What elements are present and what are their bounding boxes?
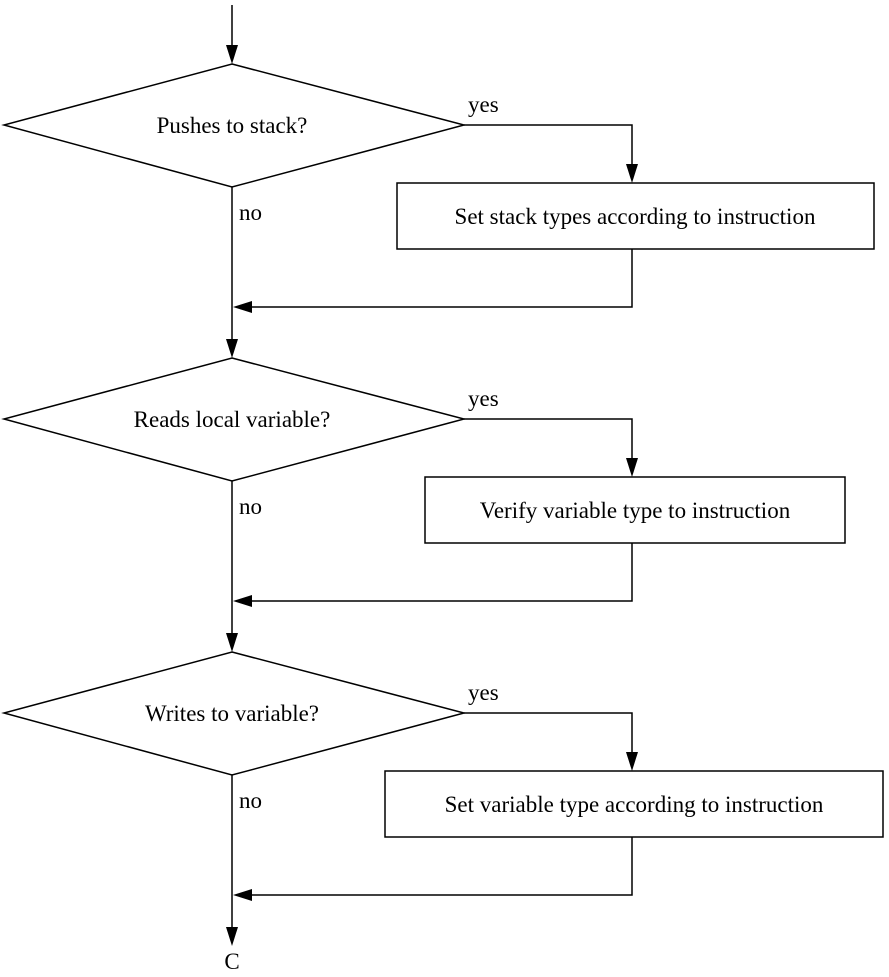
yes-branch-line (464, 713, 632, 756)
action-verify-variable-type: Verify variable type to instruction (425, 477, 845, 543)
yes-label: yes (468, 386, 499, 411)
decision-writes-to-variable: Writes to variable? (4, 652, 464, 775)
no-arrowhead (226, 339, 238, 358)
decision-reads-local-variable: Reads local variable? (4, 358, 464, 481)
yes-arrowhead (626, 752, 638, 771)
yes-label: yes (468, 680, 499, 705)
action-set-stack-types: Set stack types according to instruction (397, 183, 874, 249)
merge-line (250, 837, 632, 895)
decision-question: Pushes to stack? (157, 113, 308, 138)
merge-arrowhead (233, 889, 252, 901)
decision-pushes-to-stack: Pushes to stack? (4, 64, 464, 187)
yes-arrowhead (626, 164, 638, 183)
action-text: Set variable type according to instructi… (445, 792, 824, 817)
merge-line (250, 249, 632, 307)
merge-line (250, 543, 632, 601)
merge-arrowhead (233, 301, 252, 313)
yes-branch-line (464, 125, 632, 168)
action-text: Verify variable type to instruction (480, 498, 791, 523)
entry-arrowhead (226, 45, 238, 64)
decision-question: Reads local variable? (134, 407, 331, 432)
yes-label: yes (468, 92, 499, 117)
merge-arrowhead (233, 595, 252, 607)
action-set-variable-type: Set variable type according to instructi… (385, 771, 883, 837)
no-arrowhead (226, 927, 238, 946)
action-text: Set stack types according to instruction (455, 204, 816, 229)
no-label: no (239, 200, 262, 225)
no-label: no (239, 494, 262, 519)
yes-arrowhead (626, 458, 638, 477)
no-label: no (239, 788, 262, 813)
decision-question: Writes to variable? (145, 701, 319, 726)
connector-label: C (224, 949, 239, 974)
no-arrowhead (226, 633, 238, 652)
yes-branch-line (464, 419, 632, 462)
